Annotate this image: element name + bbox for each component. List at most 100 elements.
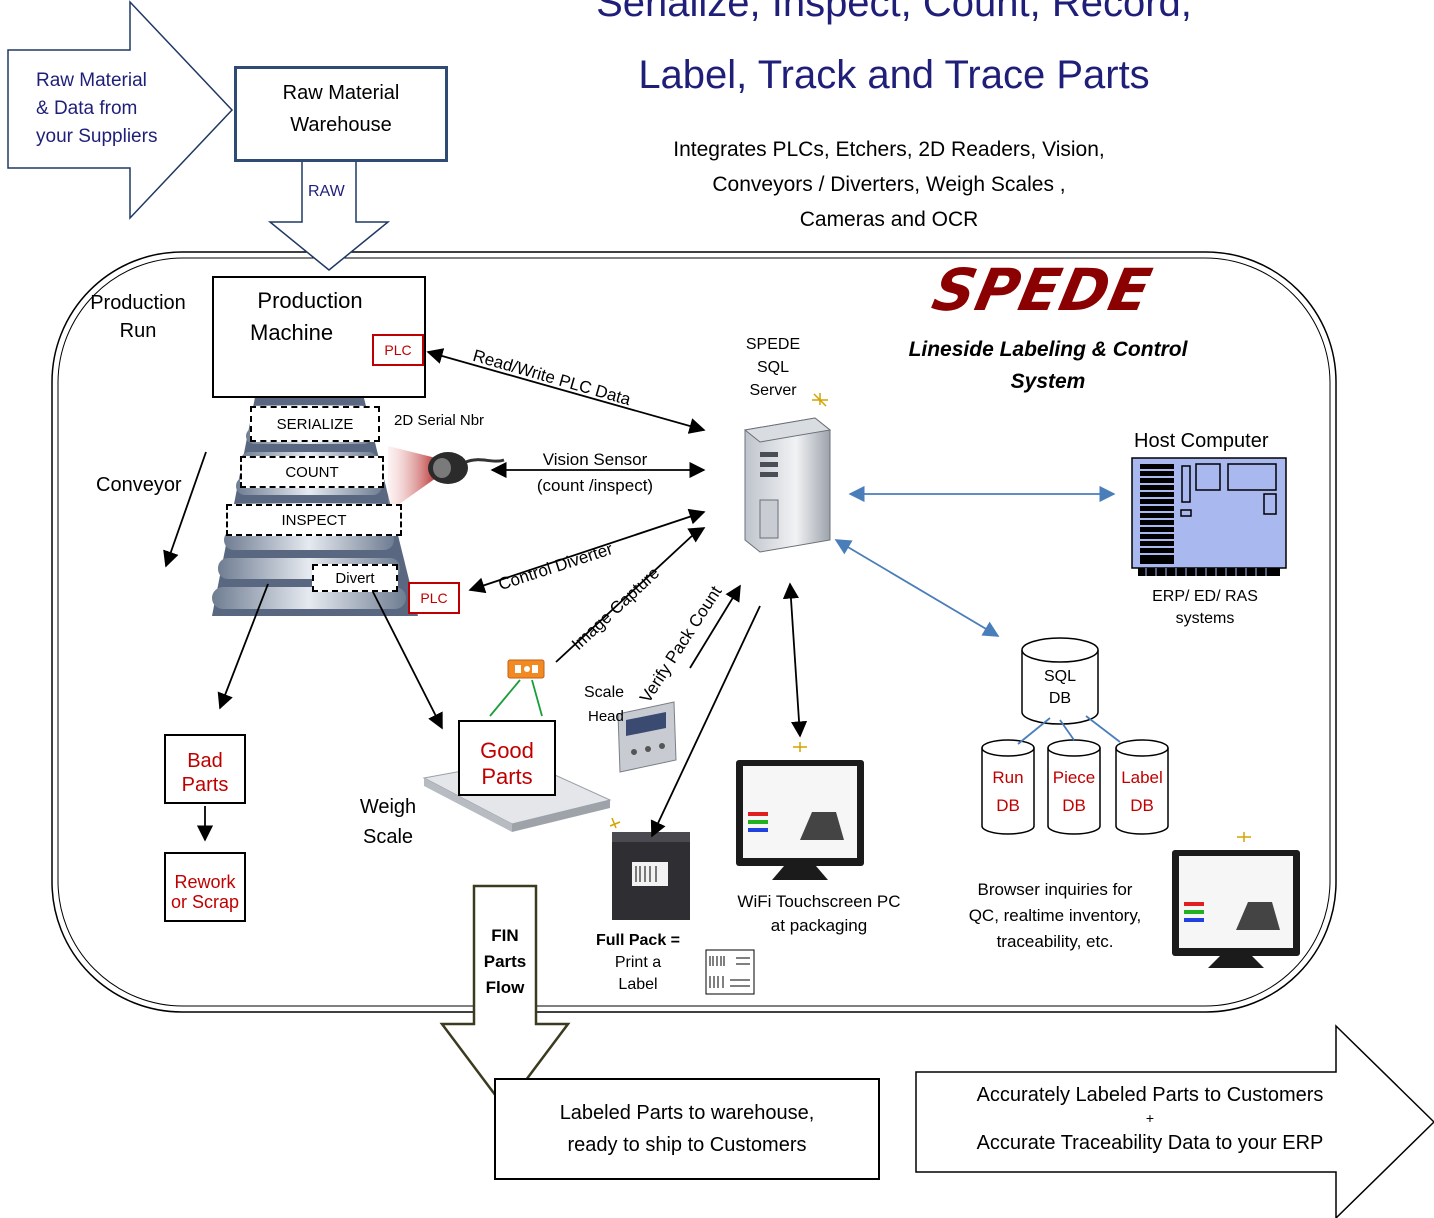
scale-head-icon bbox=[617, 701, 677, 773]
production-machine-label-2: Machine bbox=[250, 320, 334, 345]
fin-flow-label-1: FIN bbox=[491, 926, 519, 945]
bad-parts-label-1: Bad bbox=[187, 750, 223, 772]
rework-scrap-box bbox=[164, 852, 246, 922]
customers-arrow bbox=[915, 1024, 1434, 1218]
print-label-line-2: Label bbox=[618, 976, 658, 993]
sql-db-cylinder bbox=[1021, 637, 1099, 725]
tagline-line-2: System bbox=[1010, 370, 1086, 393]
touchscreen-label-2: at packaging bbox=[770, 916, 868, 935]
inspect-stage: INSPECT bbox=[226, 504, 402, 536]
warehouse-label-1: Raw Material bbox=[282, 82, 400, 104]
host-links bbox=[834, 485, 1116, 637]
scale-head-label-2: Head bbox=[588, 708, 624, 725]
supplier-arrow bbox=[7, 0, 234, 220]
touchscreen-label-1: WiFi Touchscreen PC bbox=[737, 892, 901, 911]
rework-label-2: or Scrap bbox=[170, 892, 240, 912]
spede-logo: SPEDE bbox=[926, 256, 1158, 324]
inspect-label: INSPECT bbox=[281, 511, 347, 529]
customers-label-plus: + bbox=[1145, 1110, 1155, 1126]
conveyor-label: Conveyor bbox=[96, 474, 182, 496]
title-line-2: Label, Track and Trace Parts bbox=[638, 53, 1150, 97]
divert-stage: Divert bbox=[312, 564, 398, 592]
subtitle-line-1: Integrates PLCs, Etchers, 2D Readers, Vi… bbox=[673, 138, 1105, 161]
warehouse-label-2: Warehouse bbox=[290, 114, 392, 136]
sql-db-label-2: DB bbox=[1048, 690, 1072, 707]
production-run-label-1: Production bbox=[90, 292, 186, 314]
good-parts-label-2: Parts bbox=[481, 764, 533, 789]
warehouse-outbound-label-2: ready to ship to Customers bbox=[567, 1134, 807, 1156]
touchscreen-monitor-icon bbox=[736, 742, 864, 880]
run-db-label-2: DB bbox=[996, 796, 1020, 815]
tagline-line-1: Lineside Labeling & Control bbox=[908, 338, 1188, 361]
vision-sensor-label-2: (count /inspect) bbox=[536, 476, 654, 495]
bad-parts-label-2: Parts bbox=[181, 774, 229, 796]
vision-sensor-label-1: Vision Sensor bbox=[542, 450, 648, 469]
bad-parts-box bbox=[164, 734, 246, 804]
count-stage: COUNT bbox=[240, 456, 384, 488]
subtitle-line-3: Cameras and OCR bbox=[799, 208, 979, 231]
run-db-cylinder bbox=[981, 739, 1035, 835]
fin-flow-label-3: Flow bbox=[485, 978, 525, 997]
production-machine-label-1: Production bbox=[257, 288, 363, 313]
plc-bottom-box: PLC bbox=[408, 582, 460, 614]
serialize-label: SERIALIZE bbox=[276, 415, 354, 433]
title-line-1: Serialize, Inspect, Count, Record, bbox=[596, 0, 1192, 25]
browser-label-2: QC, realtime inventory, bbox=[968, 906, 1142, 925]
run-db-label-1: Run bbox=[992, 768, 1024, 787]
label-db-label-1: Label bbox=[1121, 768, 1163, 787]
host-computer-icon bbox=[1131, 457, 1287, 576]
server-label-2: SQL bbox=[756, 359, 789, 376]
good-parts-label-1: Good bbox=[480, 738, 534, 763]
customers-label-1: Accurately Labeled Parts to Customers bbox=[976, 1084, 1324, 1106]
raw-material-warehouse-box bbox=[234, 66, 448, 162]
host-systems-label-2: systems bbox=[1175, 610, 1235, 627]
plc-top-label: PLC bbox=[384, 342, 412, 358]
print-label-line-1: Print a bbox=[614, 954, 662, 971]
db-links bbox=[1017, 715, 1121, 745]
label-printer-icon bbox=[609, 817, 690, 920]
vision-camera-icon bbox=[388, 446, 505, 512]
server-label-1: SPEDE bbox=[745, 336, 801, 353]
sql-server-icon bbox=[743, 393, 832, 553]
supplier-label-1: Raw Material bbox=[36, 70, 147, 91]
connection-arrows bbox=[163, 348, 808, 842]
supplier-label-3: your Suppliers bbox=[36, 126, 158, 147]
supplier-label-2: & Data from bbox=[36, 98, 138, 119]
server-label-3: Server bbox=[749, 382, 797, 399]
fin-down-arrow bbox=[439, 884, 571, 1111]
process-boundary bbox=[51, 251, 1337, 1013]
piece-db-cylinder bbox=[1047, 739, 1101, 835]
rework-label-1: Rework bbox=[174, 872, 236, 892]
host-computer-title: Host Computer bbox=[1134, 430, 1269, 452]
plc-bottom-label: PLC bbox=[420, 590, 448, 606]
host-systems-label-1: ERP/ ED/ RAS bbox=[1152, 588, 1258, 605]
raw-down-arrow bbox=[267, 157, 391, 271]
browser-monitor-icon bbox=[1172, 832, 1300, 968]
printed-label-icon bbox=[705, 949, 755, 995]
warehouse-outbound-box bbox=[494, 1078, 880, 1180]
production-run-label-2: Run bbox=[119, 320, 157, 342]
plc-top-box: PLC bbox=[372, 334, 424, 366]
divert-label: Divert bbox=[335, 569, 375, 587]
browser-label-3: traceability, etc. bbox=[996, 932, 1114, 951]
piece-db-label-2: DB bbox=[1062, 796, 1086, 815]
good-parts-box bbox=[458, 720, 556, 796]
label-db-label-2: DB bbox=[1130, 796, 1154, 815]
sql-db-label-1: SQL bbox=[1043, 668, 1076, 685]
count-label: COUNT bbox=[285, 463, 339, 481]
customers-label-2: Accurate Traceability Data to your ERP bbox=[976, 1132, 1324, 1154]
image-capture-camera-icon bbox=[489, 659, 545, 717]
raw-label: RAW bbox=[308, 183, 345, 200]
weigh-scale-label-1: Weigh bbox=[359, 796, 417, 818]
weigh-scale-label-2: Scale bbox=[362, 826, 414, 848]
scale-head-label-1: Scale bbox=[584, 684, 625, 701]
serial-nbr-label: 2D Serial Nbr bbox=[394, 412, 485, 429]
subtitle-line-2: Conveyors / Diverters, Weigh Scales , bbox=[712, 173, 1066, 196]
piece-db-label-1: Piece bbox=[1052, 768, 1096, 787]
browser-label-1: Browser inquiries for bbox=[977, 880, 1133, 899]
full-pack-label: Full Pack = bbox=[595, 932, 681, 949]
label-db-cylinder bbox=[1115, 739, 1169, 835]
fin-flow-label-2: Parts bbox=[483, 952, 527, 971]
serialize-stage: SERIALIZE bbox=[250, 406, 380, 442]
